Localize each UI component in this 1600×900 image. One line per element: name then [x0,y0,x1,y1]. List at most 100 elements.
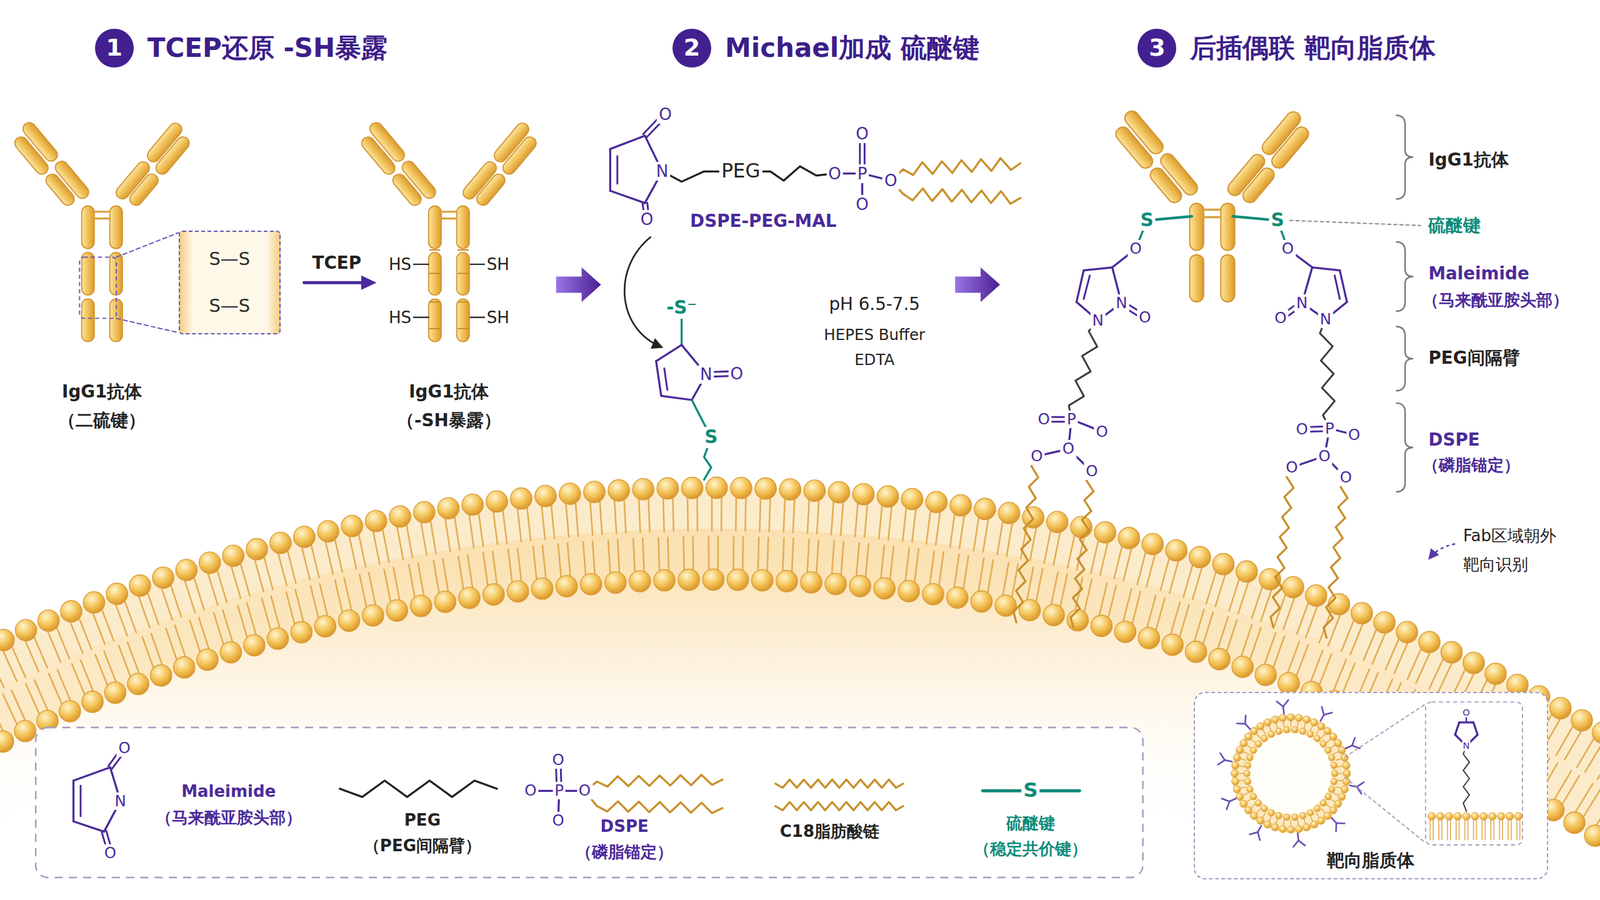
lipid-tail [1333,659,1347,690]
atom-label: O [550,751,566,769]
lipid-tail [1337,766,1343,767]
lipid-tail [1238,582,1249,614]
lipid-head [59,700,81,722]
atom-label: P [552,781,566,800]
lipid-tail [769,498,771,532]
lipid-tail [335,540,342,572]
lipid-head [1303,716,1311,724]
lipid-tail [566,504,569,537]
lipid-head [653,569,675,591]
antibody-domain [12,134,51,177]
lipid-tail [11,647,25,678]
lipid-head [1303,823,1311,832]
node-text: S—S [208,248,250,270]
lipid-tail [1296,603,1309,634]
legend-text: DSPE （磷脂锚定） [575,816,674,862]
lipid-tail [978,558,984,591]
lipid-head [1240,800,1248,808]
step-heading: TCEP还原 -SH暴露 [147,33,388,64]
fatty-acid-chain [1323,477,1348,638]
lipid-tail [1169,561,1179,593]
lipid-head [410,595,432,617]
lipid-tail [1251,739,1255,743]
lipid-head [1118,527,1140,549]
fatty-acid-chain [585,790,723,814]
lipid-head [1231,770,1239,778]
lipid-head [1066,609,1089,631]
lipid-tail [368,572,376,605]
lipid-tail [782,538,784,571]
antibody-domain [81,205,95,249]
lipid-head [1584,825,1600,847]
antibody-figure [355,120,543,342]
lipid-tail [1060,574,1068,607]
lipid-head [1571,709,1593,731]
antibody-arm [113,120,196,211]
bracket [1395,403,1414,492]
lipid-head [196,648,219,670]
lipid-tail [127,641,139,673]
bond-line [656,345,682,362]
lipid-tail [914,549,919,582]
lipid-head [413,501,435,523]
bracket [1395,326,1414,391]
lipid-head [1463,651,1485,674]
lipid-tail [1203,612,1213,644]
antibody-domain [428,252,442,295]
lipid-tail [0,657,4,687]
lipid-head [1480,812,1488,820]
legend-text: Maleimide （马来酰亚胺头部） [155,782,302,828]
c18-chain-sample [775,779,904,788]
double-bond-line [1083,275,1090,300]
atom-label: O [826,164,844,184]
antibody-domain [127,171,161,208]
double-bond-line [616,156,619,184]
lipid-tail [34,680,48,710]
lipid-tail [533,546,537,579]
lipid-tail [939,552,944,585]
lipid-tail [1026,567,1034,600]
annotation-label: TCEP [310,253,364,274]
lipid-tail [151,633,162,665]
lipid-tail [1297,820,1299,825]
lipid-head [1245,806,1253,814]
lipid-tail [430,521,437,554]
lipid-head [14,720,36,742]
lipid-tail [344,578,352,610]
lipid-head [1325,746,1332,754]
lipid-tail [508,549,512,582]
mini-antibody [1297,833,1299,840]
lipid-tail [1450,820,1452,840]
lipid-head [1261,735,1268,742]
atom-label: P [855,164,870,184]
atom-label: O [638,210,656,229]
lipid-tail [633,538,635,572]
lipid-tail [1053,533,1060,565]
lipid-head [1295,714,1303,722]
thiol-dash [470,263,486,265]
lipid-tail [1575,783,1593,812]
atom-label: O [728,364,745,384]
antibody-domain [1240,165,1277,205]
lipid-tail [950,515,955,548]
lipid-tail [295,589,304,622]
atom-label: N [1090,311,1106,330]
mini-antibody [1293,840,1299,847]
lipid-tail [583,541,586,575]
lipid-head [1323,727,1332,735]
lipid-tail [1498,820,1500,840]
lipid-tail [1265,633,1276,664]
lipid-head [825,573,847,595]
lipid-tail [57,670,70,700]
lipid-tail [1156,598,1165,630]
mini-antibody [1220,753,1225,760]
lipid-head [898,580,920,602]
lipid-tail [56,628,70,659]
lipid-tail [1335,786,1341,789]
annotation-label: S [1138,210,1156,232]
lipid-head [1165,540,1187,562]
antibody-domain [500,134,539,177]
annotation-label: PEG [719,160,762,183]
lipid-tail [624,500,627,534]
